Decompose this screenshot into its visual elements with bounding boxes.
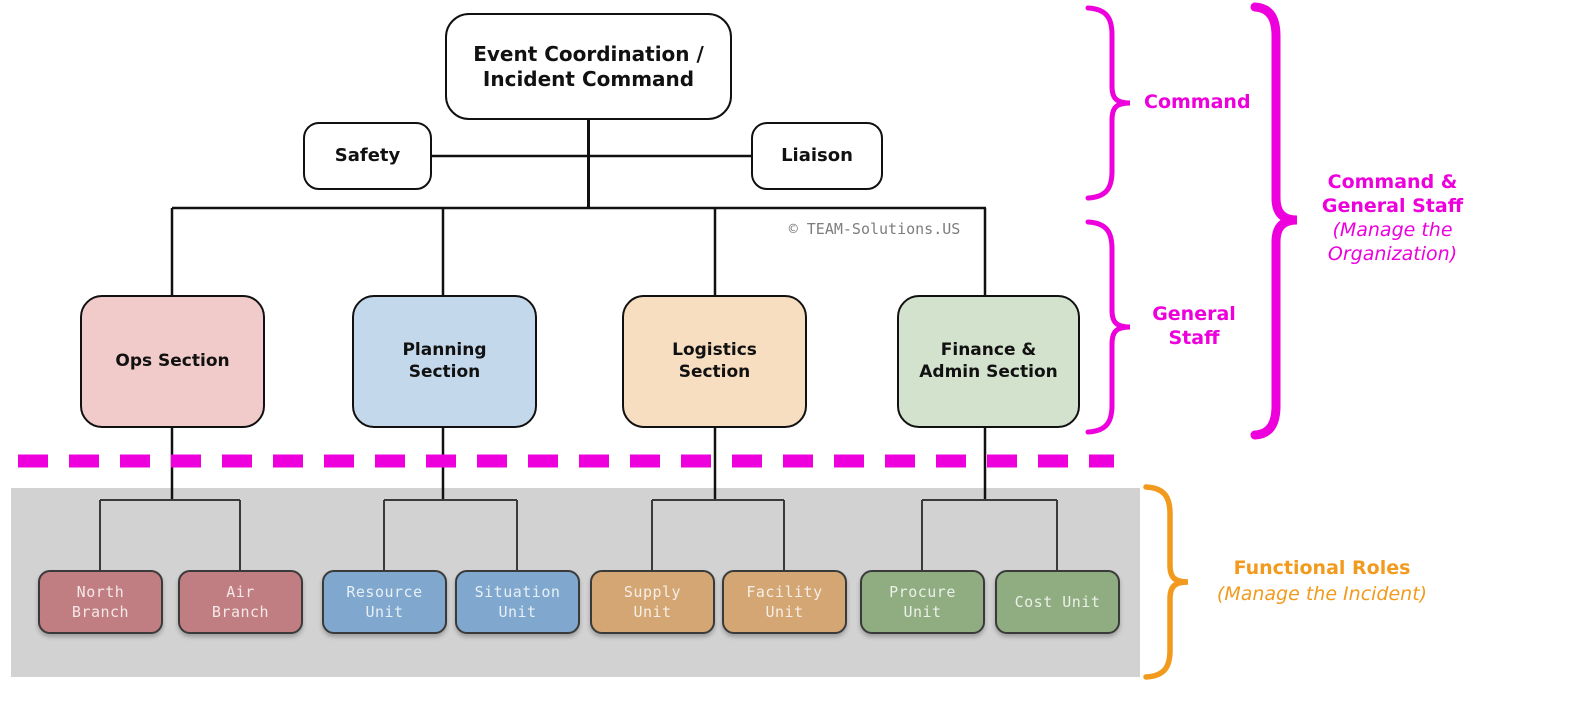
general-staff-label: General Staff: [1152, 303, 1236, 349]
node-label: Planning Section: [402, 340, 487, 382]
connector-ops-units: [99, 499, 241, 571]
node-label: Ops Section: [115, 350, 230, 371]
node-label: Safety: [334, 144, 401, 166]
node-event-coordination-incident-command: Event Coordination / Incident Command: [445, 13, 732, 120]
functional-roles-title: Functional Roles: [1233, 557, 1411, 579]
node-label: Cost Unit: [1014, 592, 1101, 611]
node-liaison: Liaison: [751, 122, 883, 190]
node-label: Finance & Admin Section: [919, 340, 1058, 382]
connector-planning-units: [383, 499, 518, 571]
node-label: Facility Unit: [746, 582, 823, 621]
node-cost-unit: Cost Unit: [995, 570, 1120, 634]
node-resource-unit: Resource Unit: [322, 570, 447, 634]
node-label: Liaison: [781, 144, 853, 166]
brace-functional-roles: [1143, 484, 1189, 680]
command-general-staff-subtitle: (Manage the Organization): [1327, 219, 1458, 265]
node-label: North Branch: [71, 582, 130, 621]
node-planning-section: Planning Section: [352, 295, 537, 428]
node-supply-unit: Supply Unit: [590, 570, 715, 634]
connector-logistics-units: [651, 499, 785, 571]
node-north-branch: North Branch: [38, 570, 163, 634]
node-label: Air Branch: [211, 582, 270, 621]
node-label: Procure Unit: [889, 582, 956, 621]
node-air-branch: Air Branch: [178, 570, 303, 634]
node-safety: Safety: [303, 122, 432, 190]
brace-general-staff: [1085, 219, 1131, 435]
node-facility-unit: Facility Unit: [722, 570, 847, 634]
command-label: Command: [1144, 91, 1251, 113]
brace-command: [1085, 5, 1131, 201]
node-label: Logistics Section: [672, 340, 757, 382]
copyright-text: © TEAM-Solutions.US: [788, 220, 961, 238]
connector-finance-units: [921, 499, 1058, 571]
node-procure-unit: Procure Unit: [860, 570, 985, 634]
node-label: Event Coordination / Incident Command: [473, 41, 704, 91]
node-situation-unit: Situation Unit: [455, 570, 580, 634]
node-ops-section: Ops Section: [80, 295, 265, 428]
functional-roles-subtitle: (Manage the Incident): [1216, 583, 1428, 605]
connector-section-drops: [170, 208, 987, 298]
brace-command-general-staff: [1250, 2, 1298, 440]
node-logistics-section: Logistics Section: [622, 295, 807, 428]
node-finance-admin-section: Finance & Admin Section: [897, 295, 1080, 428]
node-label: Supply Unit: [623, 582, 682, 621]
node-label: Resource Unit: [346, 582, 423, 621]
command-general-staff-title: Command & General Staff: [1321, 171, 1464, 217]
node-label: Situation Unit: [474, 582, 561, 621]
